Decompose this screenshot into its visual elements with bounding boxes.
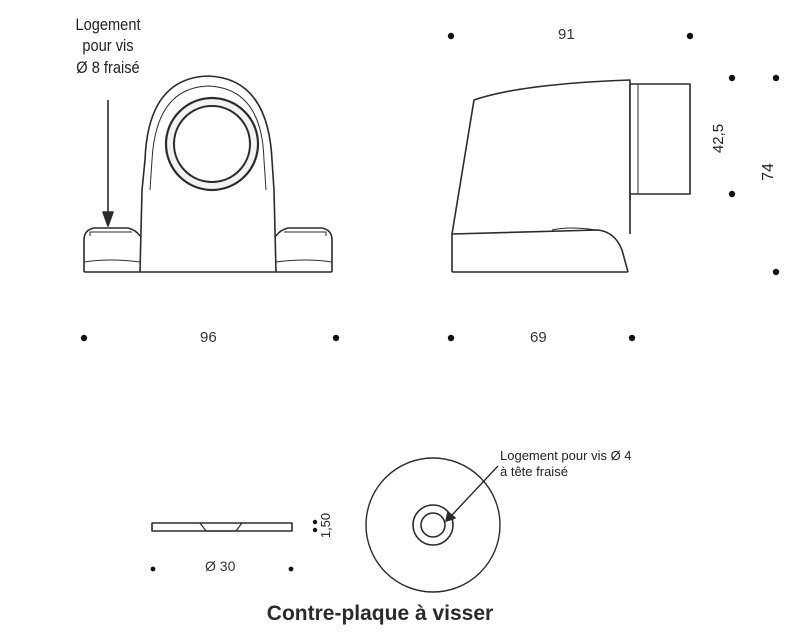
screw-callout-arrow <box>102 100 114 227</box>
side-view <box>451 79 691 273</box>
dim-side-base: 69 <box>530 329 547 346</box>
dim-plate-diameter: Ø 30 <box>205 558 236 574</box>
front-view <box>83 75 333 273</box>
counter-plate-top <box>365 457 501 593</box>
counter-plate-caption: Contre-plaque à visser <box>266 602 494 625</box>
counter-plate-profile <box>151 522 293 532</box>
dim-buffer-height: 42,5 <box>710 123 728 154</box>
plate-screw-label: Logement pour vis Ø 4 à tête fraisé <box>500 448 632 480</box>
dim-front-width: 96 <box>200 329 217 346</box>
dim-plate-thickness: 1,50 <box>318 512 334 539</box>
dim-side-width: 91 <box>558 26 575 43</box>
dimension-markers <box>80 32 780 572</box>
screw-housing-label: Logement pour vis Ø 8 fraisé <box>75 15 141 77</box>
dim-total-height: 74 <box>759 163 777 181</box>
